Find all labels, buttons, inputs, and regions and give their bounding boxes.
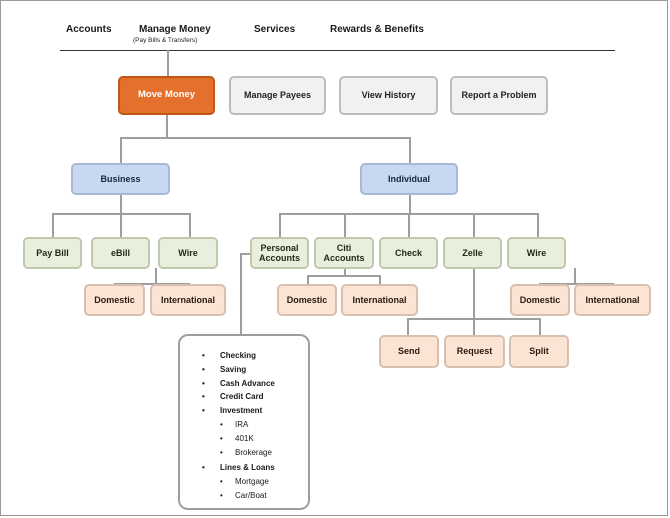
list-item-saving: Saving	[180, 363, 308, 377]
individual-wire-node[interactable]: Wire	[507, 237, 566, 269]
list-item-checking: Checking	[180, 349, 308, 363]
list-item-investment: Investment	[180, 404, 308, 418]
connector-to-zelle	[473, 213, 475, 237]
connector-zelle-down	[473, 268, 475, 338]
business-group[interactable]: Business	[71, 163, 170, 195]
list-subitem-brokerage: Brokerage	[180, 446, 308, 460]
connector-zelle-bar	[407, 318, 540, 320]
connector-to-ebill	[120, 213, 122, 237]
business-domestic-node[interactable]: Domestic	[84, 284, 145, 316]
connector-to-business-wire	[189, 213, 191, 237]
connector-citi-down	[344, 268, 346, 276]
connector-business-wire-down	[155, 268, 157, 284]
connector-to-citi-international	[379, 275, 381, 285]
nav-manage-money[interactable]: Manage Money	[139, 24, 211, 35]
list-subitem-401k: 401K	[180, 432, 308, 446]
individual-international-node[interactable]: International	[574, 284, 651, 316]
individual-domestic-node[interactable]: Domestic	[510, 284, 570, 316]
check-node[interactable]: Check	[379, 237, 438, 269]
zelle-split-node[interactable]: Split	[509, 335, 569, 368]
connector-to-individual-wire	[537, 213, 539, 237]
list-item-cash-advance: Cash Advance	[180, 377, 308, 391]
connector-citi-bar	[307, 275, 380, 277]
list-item-lines-loans: Lines & Loans	[180, 461, 308, 475]
business-international-node[interactable]: International	[150, 284, 226, 316]
pay-bill-node[interactable]: Pay Bill	[23, 237, 82, 269]
report-a-problem-button[interactable]: Report a Problem	[450, 76, 548, 115]
list-subitem-mortgage: Mortgage	[180, 475, 308, 489]
connector-business-down	[120, 194, 122, 214]
connector-personal-accounts-to-list	[240, 253, 242, 335]
nav-manage-money-subtitle: (Pay Bills & Transfers)	[133, 37, 198, 44]
personal-account-types-panel: Checking Saving Cash Advance Credit Card…	[178, 334, 310, 510]
connector-to-citi-domestic	[307, 275, 309, 285]
zelle-send-node[interactable]: Send	[379, 335, 439, 368]
nav-rewards-benefits[interactable]: Rewards & Benefits	[330, 24, 424, 35]
list-item-credit-card: Credit Card	[180, 390, 308, 404]
connector-personal-accounts-left	[240, 253, 250, 255]
view-history-button[interactable]: View History	[339, 76, 438, 115]
connector-to-check	[408, 213, 410, 237]
list-subitem-car-boat: Car/Boat	[180, 489, 308, 503]
connector-to-personal-accounts	[279, 213, 281, 237]
citi-domestic-node[interactable]: Domestic	[277, 284, 337, 316]
connector-to-citi-accounts	[344, 213, 346, 237]
connector-groups-bar	[120, 137, 410, 139]
connector-to-individual	[409, 137, 411, 163]
connector-to-business	[120, 137, 122, 163]
manage-payees-button[interactable]: Manage Payees	[229, 76, 326, 115]
connector-move-money-down	[166, 114, 168, 138]
citi-accounts-node[interactable]: Citi Accounts	[314, 237, 374, 269]
citi-international-node[interactable]: International	[341, 284, 418, 316]
individual-group[interactable]: Individual	[360, 163, 458, 195]
ebill-node[interactable]: eBill	[91, 237, 150, 269]
connector-to-pay-bill	[52, 213, 54, 237]
nav-services[interactable]: Services	[254, 24, 296, 35]
nav-divider	[60, 50, 615, 51]
personal-accounts-node[interactable]: Personal Accounts	[250, 237, 309, 269]
zelle-request-node[interactable]: Request	[444, 335, 505, 368]
nav-accounts[interactable]: Accounts	[66, 24, 112, 35]
connector-to-send	[407, 318, 409, 336]
connector-to-split	[539, 318, 541, 336]
move-money-button[interactable]: Move Money	[118, 76, 215, 115]
list-subitem-ira: IRA	[180, 418, 308, 432]
connector-individual-down	[409, 194, 411, 214]
zelle-node[interactable]: Zelle	[443, 237, 502, 269]
business-wire-node[interactable]: Wire	[158, 237, 218, 269]
connector-nav-move-money	[167, 50, 169, 76]
connector-individual-wire-down	[574, 268, 576, 284]
